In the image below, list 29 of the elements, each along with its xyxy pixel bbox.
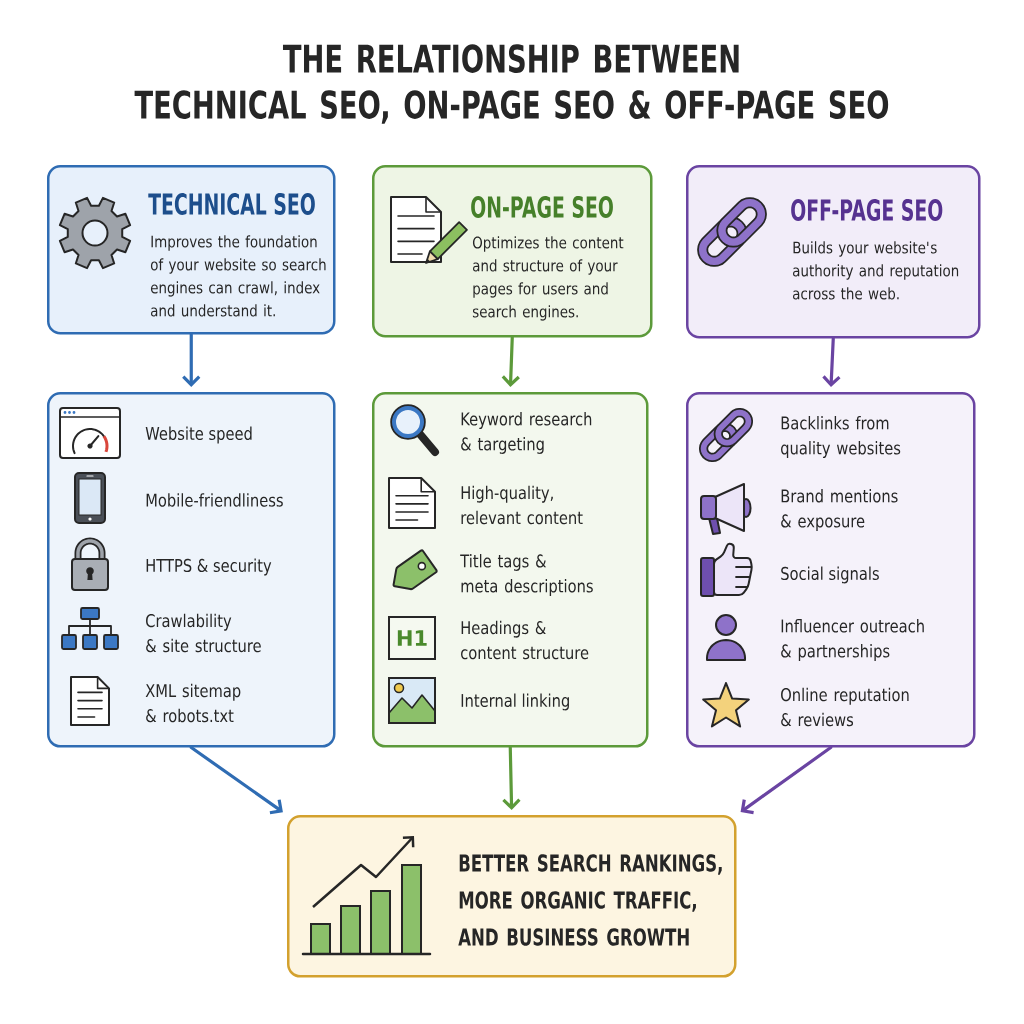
card-description: Builds your website's authority and reputation across the web. <box>793 241 959 300</box>
list-item: Headings & content structure <box>461 620 589 660</box>
list-item: Mobile-friendliness <box>146 493 283 507</box>
list-item: Crawlability & site structure <box>146 613 261 653</box>
list-item: Backlinks from quality websites <box>781 416 901 458</box>
card-heading: OFF-PAGE SEO <box>791 199 943 221</box>
result-text: BETTER SEARCH RANKINGS, MORE ORGANIC TRAFFIC, AND BUSINESS GROWTH <box>458 854 722 946</box>
card-description: Optimizes the content and structure of your pages for users and search engines. <box>472 236 624 321</box>
list-item: HTTPS & security <box>146 558 272 576</box>
list-item: Brand mentions & exposure <box>781 489 898 531</box>
list-item: High-quality, relevant content <box>461 485 583 525</box>
card-description: Improves the foundation of your website so search engines can crawl, index and understand it. <box>150 235 326 317</box>
arrow <box>182 332 201 387</box>
list-item: Influencer outreach & partnerships <box>781 619 924 661</box>
list-item: Internal linking <box>461 693 569 711</box>
list-item: Title tags & meta descriptions <box>460 554 593 596</box>
card-heading: TECHNICAL SEO <box>148 193 315 215</box>
list-item: Keyword research & targeting <box>461 412 592 454</box>
list-item: Online reputation & reviews <box>781 687 909 727</box>
list-item: Website speed <box>145 426 252 444</box>
card-heading: ON-PAGE SEO <box>471 196 613 218</box>
arrow <box>502 745 521 810</box>
list-item: Social signals <box>781 566 879 584</box>
list-item: XML sitemap & robots.txt <box>145 683 241 723</box>
arrow <box>501 335 520 387</box>
arrow <box>822 336 841 387</box>
title: THE RELATIONSHIP BETWEEN TECHNICAL SEO, ON-PAGE SEO & OFF-PAGE SEO <box>134 44 889 124</box>
arrow <box>189 745 283 815</box>
arrow <box>740 745 833 815</box>
